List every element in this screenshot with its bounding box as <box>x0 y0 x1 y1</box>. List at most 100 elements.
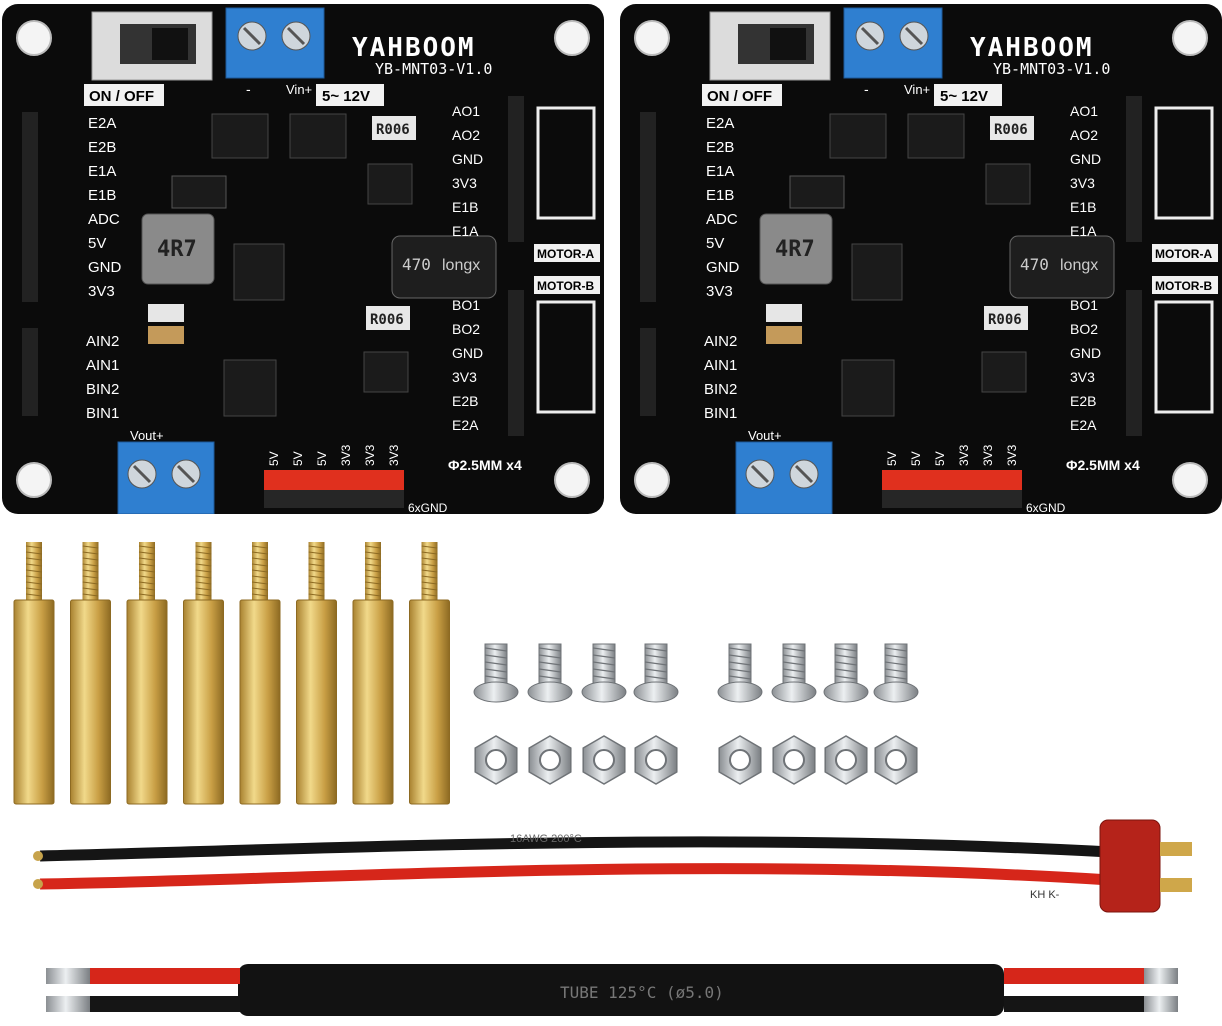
power-pin-label: 5V <box>933 451 947 466</box>
pin-label: E2B <box>1070 393 1096 409</box>
power-header-black <box>882 490 1022 508</box>
capacitor <box>1009 235 1115 299</box>
motor-a-connector <box>1154 106 1214 220</box>
screw-group <box>473 643 919 703</box>
pin-label: E2A <box>452 417 479 433</box>
gnd-label: 6xGND <box>1026 501 1066 514</box>
regulator <box>223 359 277 417</box>
vout-label: Vout+ <box>748 428 782 443</box>
pin-label: 3V3 <box>452 369 477 385</box>
regulator <box>841 359 895 417</box>
vin-minus-label: - <box>864 81 869 97</box>
chip <box>367 163 413 205</box>
pin-label: ADC <box>88 211 120 228</box>
vin-label: Vin+ <box>286 82 312 97</box>
shunt-resistor <box>372 116 416 140</box>
pin-label: BIN1 <box>704 405 737 422</box>
left-pin-labels: E2A E2B E1A E1B ADC 5V GND 3V3 AIN2 AIN1… <box>86 115 122 422</box>
capacitor-smd <box>148 304 184 322</box>
pin-label: GND <box>452 345 483 361</box>
power-header-red <box>882 470 1022 490</box>
pin-label: E2B <box>706 139 734 156</box>
model-label: YB-MNT03-V1.0 <box>993 60 1110 78</box>
pin-label: 3V3 <box>88 283 115 300</box>
pin-label: GND <box>1070 151 1101 167</box>
pin-label: AIN1 <box>704 357 737 374</box>
mounting-hole <box>16 20 52 56</box>
black-wire <box>39 836 1111 862</box>
red-wire-end <box>1004 968 1144 984</box>
pin-label: GND <box>88 259 122 276</box>
brass-standoff <box>409 542 450 805</box>
motor-a-connector <box>536 106 596 220</box>
switch-label: ON / OFF <box>89 88 154 105</box>
pin-label: GND <box>706 259 740 276</box>
capacitor-smd <box>766 326 802 344</box>
power-pin-label: 3V3 <box>363 444 377 466</box>
pin-label: 5V <box>88 235 106 252</box>
steel-screw <box>717 643 763 703</box>
power-header-black <box>264 490 404 508</box>
black-wire-end <box>90 996 240 1012</box>
pin-label: E2A <box>706 115 734 132</box>
pin-label: BIN1 <box>86 405 119 422</box>
pin-label: E1B <box>706 187 734 204</box>
pin-label: E2A <box>1070 417 1097 433</box>
brass-standoff <box>352 542 394 805</box>
inductor <box>759 213 833 285</box>
diode <box>171 175 227 209</box>
mounting-hole <box>554 20 590 56</box>
hex-nut <box>824 735 868 785</box>
steel-screw <box>771 643 817 703</box>
capacitor-smd <box>766 304 802 322</box>
hex-nut <box>634 735 678 785</box>
chip <box>363 351 409 393</box>
resistor-code: R006 <box>988 312 1022 328</box>
chip <box>233 243 285 301</box>
hex-nut <box>874 735 918 785</box>
capacitor-brand: longx <box>1060 257 1098 274</box>
pin-label: 5V <box>706 235 724 252</box>
steel-screw <box>873 643 919 703</box>
gnd-label: 6xGND <box>408 501 448 514</box>
shunt-resistor <box>366 306 410 330</box>
wire-print: 16AWG 200°C <box>510 833 582 845</box>
capacitor-label: 470 <box>402 255 431 274</box>
hex-nut <box>772 735 816 785</box>
hole-label: Φ2.5MM x4 <box>448 457 522 473</box>
nut-group <box>474 735 918 785</box>
heatshrink-tube <box>238 964 1004 1016</box>
motor-a-label: MOTOR-A <box>1155 247 1212 261</box>
mounting-hole <box>16 462 52 498</box>
vin-label: Vin+ <box>904 82 930 97</box>
pin-label: 3V3 <box>706 283 733 300</box>
power-pin-label: 5V <box>267 451 281 466</box>
hex-nut <box>582 735 626 785</box>
pin-label: BO1 <box>452 297 480 313</box>
pin-label: GND <box>452 151 483 167</box>
brand-logo: YAHBOOM <box>352 33 476 63</box>
model-label: YB-MNT03-V1.0 <box>375 60 492 78</box>
pin-label: GND <box>1070 345 1101 361</box>
mounting-hole <box>1172 20 1208 56</box>
brand-logo: YAHBOOM <box>970 33 1094 63</box>
pin-label: BIN2 <box>704 381 737 398</box>
pin-label: AIN1 <box>86 357 119 374</box>
power-pin-label: 3V3 <box>387 444 401 466</box>
motor-driver-board-1: ON / OFF - Vin+ 5~ 12V YAHBOOM YB-MNT03-… <box>2 4 604 514</box>
resistor-code: R006 <box>376 122 410 138</box>
inductor-code: 4R7 <box>157 237 197 262</box>
capacitor <box>391 235 497 299</box>
pin-label: E1A <box>88 163 116 180</box>
chip <box>289 113 347 159</box>
chip <box>211 113 269 159</box>
capacitor-brand: longx <box>442 257 480 274</box>
standoff-group <box>13 542 450 805</box>
pin-label: E1A <box>706 163 734 180</box>
pin-label: BO1 <box>1070 297 1098 313</box>
chip <box>981 351 1027 393</box>
inductor-code: 4R7 <box>775 237 815 262</box>
vin-minus-label: - <box>246 81 251 97</box>
motor-b-connector <box>1154 300 1214 414</box>
hex-nut <box>474 735 518 785</box>
